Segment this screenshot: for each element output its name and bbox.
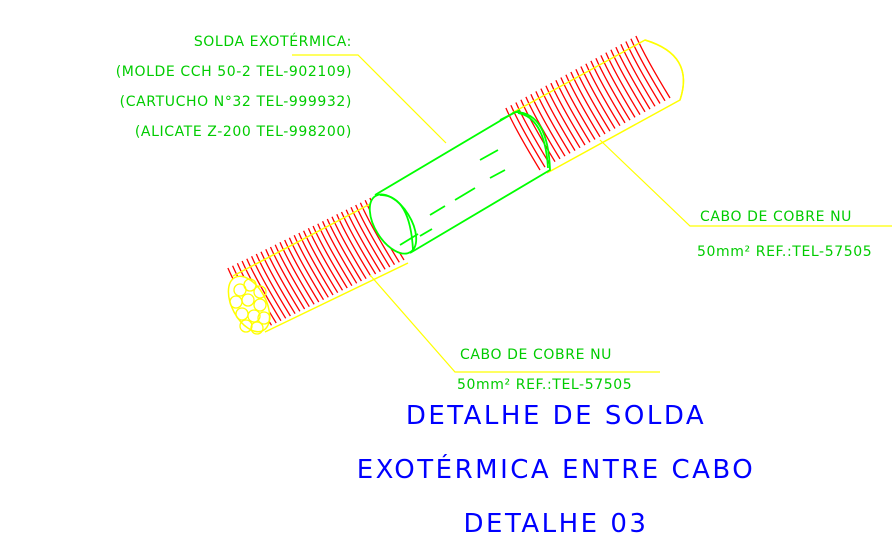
strand-line <box>246 258 282 322</box>
strand-line <box>303 230 339 294</box>
strand-end-circle <box>243 278 257 292</box>
strand-line <box>625 41 661 104</box>
leader-solda <box>292 54 447 144</box>
title-line3: DETALHE 03 <box>464 509 649 539</box>
callout-cabo-right: CABO DE COBRE NU 50mm² REF.:TEL-57505 <box>697 209 872 260</box>
strand-line <box>251 256 287 319</box>
detail-title: DETALHE DE SOLDA EXOTÉRMICA ENTRE CABO D… <box>357 401 756 539</box>
strand-end-circle <box>250 321 264 335</box>
strand-line <box>340 211 377 275</box>
lower-cable-outline <box>232 202 409 333</box>
strand-line <box>322 221 358 284</box>
leader-cabo-bottom <box>369 274 660 373</box>
strand-line <box>350 207 386 270</box>
strand-line <box>525 96 561 160</box>
strand-line <box>605 52 641 115</box>
solda-cartucho: (CARTUCHO N°32 TEL-999932) <box>120 94 352 110</box>
strand-end-circle <box>253 285 267 299</box>
strand-line <box>359 202 396 266</box>
strand-line <box>255 253 291 317</box>
strand-line <box>635 35 671 99</box>
strand-line <box>336 214 372 277</box>
leader-cabo-right <box>599 139 892 227</box>
strand-line <box>535 91 571 154</box>
strand-line <box>345 209 381 273</box>
strand-line <box>515 102 551 165</box>
callout-solda: SOLDA EXOTÉRMICA: (MOLDE CCH 50-2 TEL-90… <box>116 33 352 140</box>
strand-line <box>580 66 616 129</box>
strand-line <box>590 60 626 124</box>
strand-line <box>610 49 646 113</box>
strand-line <box>312 225 348 289</box>
strand-line <box>560 77 596 140</box>
strand-line <box>505 107 541 171</box>
strand-line <box>331 216 367 280</box>
strand-line <box>284 239 320 303</box>
strand-line <box>545 85 581 149</box>
strand-line <box>530 93 566 157</box>
title-line2: EXOTÉRMICA ENTRE CABO <box>357 453 756 485</box>
strand-line <box>550 82 586 146</box>
strand-end-circle <box>241 293 255 307</box>
callout-cabo-bottom: CABO DE COBRE NU 50mm² REF.:TEL-57505 <box>457 347 632 393</box>
title-line1: DETALHE DE SOLDA <box>406 401 706 431</box>
strand-line <box>260 251 296 315</box>
strand-line <box>520 99 556 163</box>
strand-line <box>279 242 315 305</box>
cabo-right-line1: CABO DE COBRE NU <box>700 209 852 225</box>
strand-line <box>510 104 546 168</box>
strand-line <box>293 235 329 298</box>
strand-end-circle <box>253 298 267 312</box>
strand-line <box>615 46 651 110</box>
strand-line <box>298 232 334 296</box>
solda-alicate: (ALICATE Z-200 TEL-998200) <box>135 124 352 140</box>
strand-end-circle <box>247 309 261 323</box>
strand-line <box>565 74 601 138</box>
strand-line <box>570 71 606 135</box>
strand-line <box>274 244 310 308</box>
strand-line <box>600 55 636 118</box>
strand-line <box>585 63 621 127</box>
cable-strands-upper <box>505 35 671 171</box>
leader-lines <box>292 54 892 373</box>
strand-line <box>620 44 656 107</box>
strand-line <box>595 57 631 121</box>
strand-line <box>265 249 301 312</box>
solda-molde: (MOLDE CCH 50-2 TEL-902109) <box>116 64 352 80</box>
strand-line <box>317 223 353 287</box>
strand-line <box>269 246 306 310</box>
strand-line <box>355 204 391 268</box>
strand-end-circle <box>257 311 271 325</box>
strand-line <box>288 237 325 301</box>
strand-line <box>540 88 576 151</box>
cabo-right-line2: 50mm² REF.:TEL-57505 <box>697 244 872 260</box>
strand-line <box>575 68 611 132</box>
strand-line <box>307 228 344 291</box>
strand-line <box>630 38 666 102</box>
cabo-bottom-line1: CABO DE COBRE NU <box>460 347 612 363</box>
solda-title: SOLDA EXOTÉRMICA: <box>194 33 352 50</box>
cabo-bottom-line2: 50mm² REF.:TEL-57505 <box>457 377 632 393</box>
upper-cable-outline <box>511 39 685 174</box>
cable-end-face <box>227 275 271 335</box>
strand-line <box>326 218 362 282</box>
strand-line <box>555 80 591 143</box>
weld-sleeve <box>368 109 551 255</box>
